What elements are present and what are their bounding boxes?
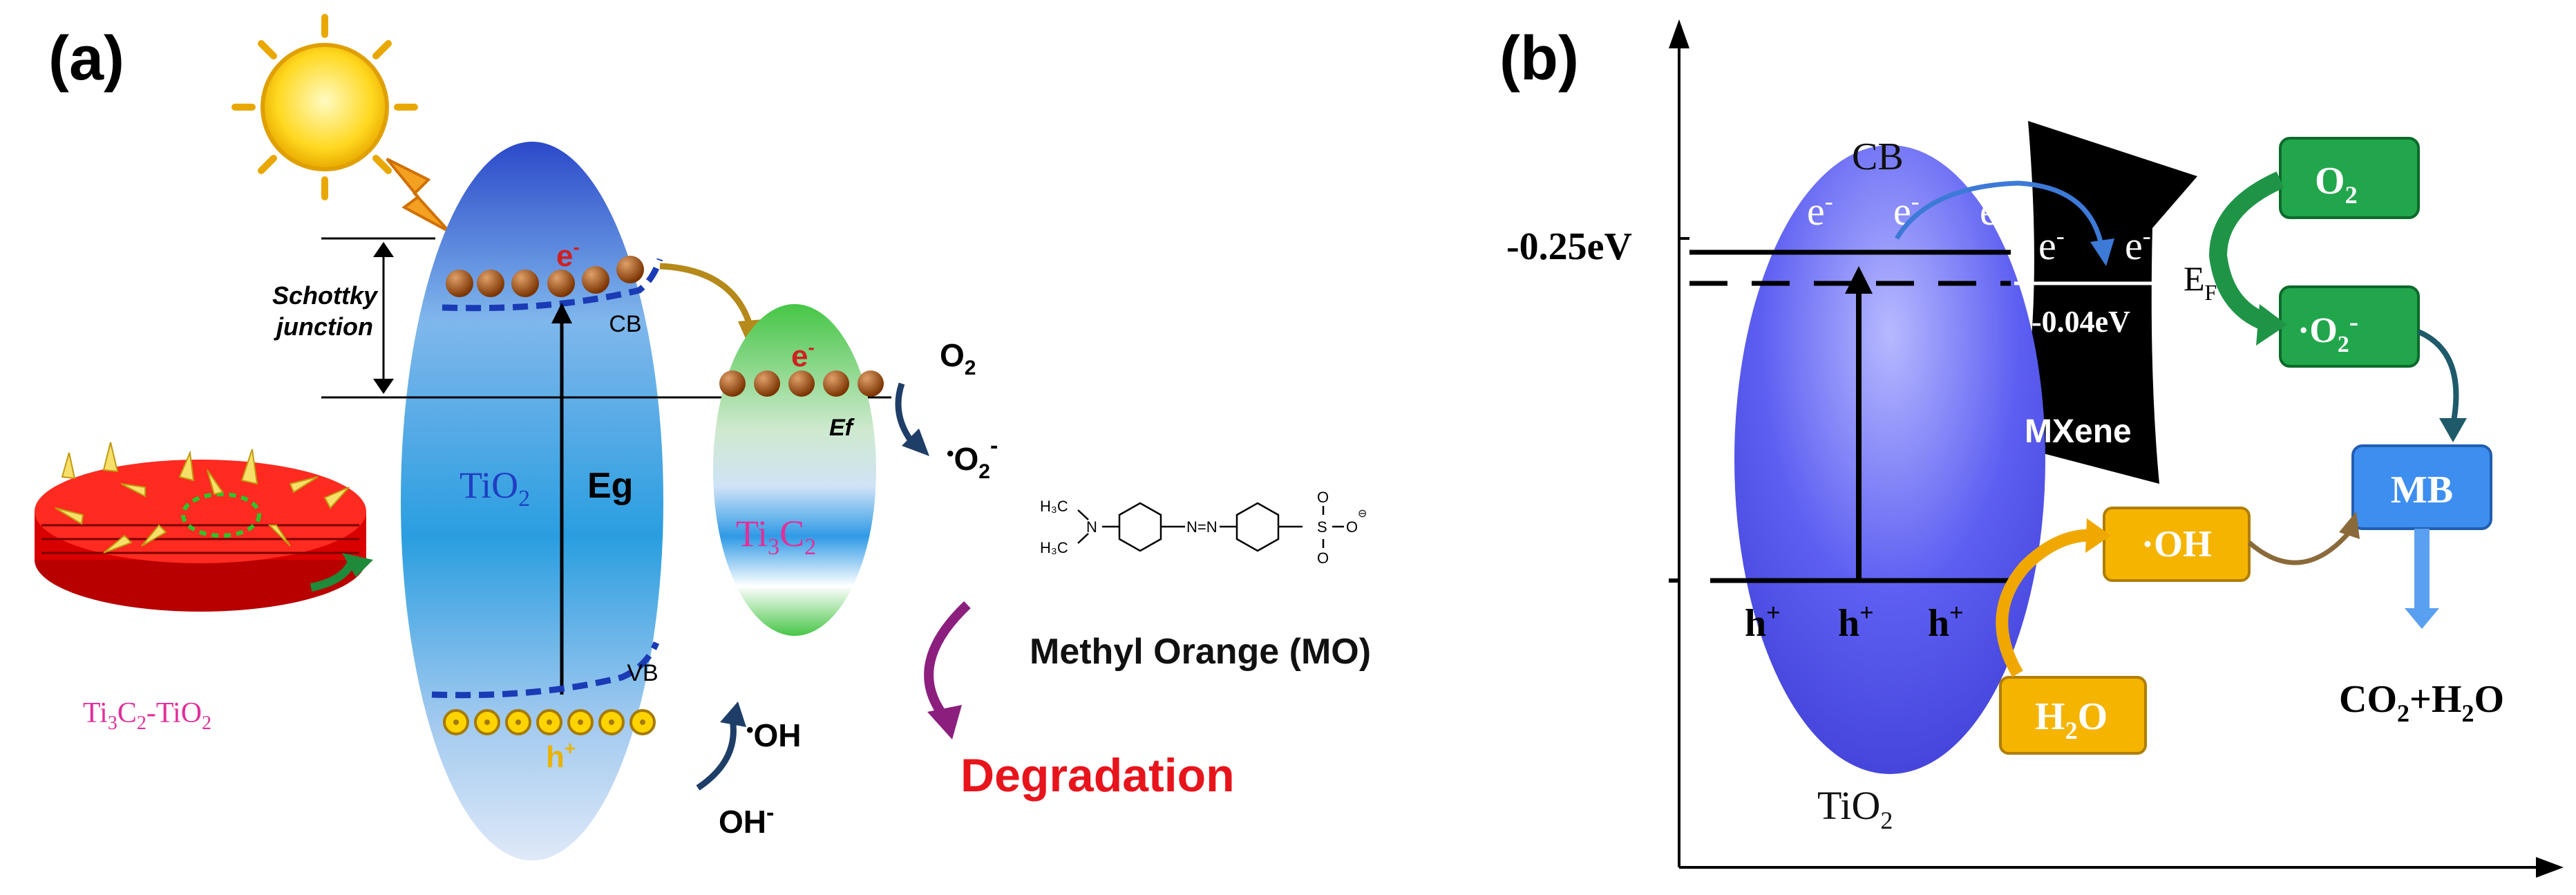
mo-h3c-bottom: H₃C: [1040, 539, 1068, 556]
composite-label: Ti3C2-TiO2: [83, 697, 211, 734]
energy-cb-label: -0.25eV: [1506, 225, 1632, 268]
mb-box-label: MB: [2391, 469, 2453, 511]
cb-label-b: CB: [1852, 135, 1904, 178]
superoxide-label: •O2-: [947, 433, 998, 483]
mo-charge: ⊖: [1358, 508, 1367, 520]
oh-to-mb-arrow: [2247, 530, 2351, 565]
superoxide-arrow: [895, 382, 915, 444]
oh-box-label: ·OH: [2141, 523, 2212, 565]
tio2-violet-ellipse: [1734, 145, 2045, 774]
lightning-icon: [386, 158, 451, 233]
o2-reduction-arrow: [2208, 171, 2284, 334]
mo-sulfur: S: [1317, 518, 1327, 536]
vb-label: VB: [627, 660, 658, 686]
cb-electrons: [446, 256, 644, 297]
mb-down-arrow: [2414, 529, 2430, 612]
h2o-box-label: H2O: [2035, 695, 2108, 744]
hole-3: h+: [1928, 599, 1964, 645]
o2-box: [2279, 137, 2420, 219]
panel-b: (b) -0.25eV CB e- e- e- e- e- -0.04eV: [1499, 19, 2564, 878]
mo-oxygen-top: O: [1317, 489, 1329, 506]
cb-electron-label: e-: [556, 236, 580, 273]
ti3c2-electron-label: e-: [791, 337, 815, 373]
h2o-box: [1999, 676, 2147, 755]
superoxide-to-mb-arrow: [2417, 329, 2459, 426]
mxene-electron-1: e-: [2038, 222, 2065, 268]
mo-oxygen-bottom: O: [1317, 549, 1329, 567]
mo-h3c-top: H₃C: [1040, 498, 1068, 515]
mxene-label: MXene: [2025, 413, 2132, 450]
mo-oxygen-minus: O: [1346, 518, 1358, 536]
o2-box-label: O2: [2315, 160, 2358, 209]
products-label: CO2+H2O: [2339, 678, 2504, 727]
water-oxidation-arrow: [1996, 529, 2098, 677]
degradation-label: Degradation: [960, 749, 1235, 802]
mo-amine-n: N: [1086, 518, 1097, 536]
vb-band-edge: [431, 641, 660, 699]
mxene-shape: [2014, 121, 2197, 484]
mxene-electron-2: e-: [2125, 222, 2151, 268]
ef-label-b: EF: [2184, 259, 2217, 305]
panel-b-label: (b): [1499, 24, 1579, 93]
hydroxide-label: OH-: [719, 800, 774, 840]
hole-1: h+: [1745, 599, 1781, 645]
electron-1: e-: [1807, 187, 1833, 234]
cb-band-edge: [442, 258, 663, 312]
degradation-arrow-icon: [924, 601, 971, 719]
eg-label: Eg: [587, 466, 633, 506]
panel-a-label: (a): [48, 24, 124, 93]
oh-radical-label: •OH: [746, 717, 802, 753]
vb-hole-label: h+: [546, 737, 576, 774]
tio2-label: TiO2: [460, 464, 530, 511]
cb-label: CB: [609, 311, 641, 337]
sun-icon: [231, 14, 418, 200]
superoxide-box-label: ·O2-: [2298, 306, 2358, 357]
energy-ef-label: -0.04eV: [2032, 305, 2130, 339]
ti3c2-label: Ti3C2: [736, 513, 816, 560]
ef-label: Ef: [829, 415, 855, 441]
junction-label: junction: [274, 312, 373, 341]
schottky-label: Schottky: [272, 281, 379, 310]
mo-azo: N=N: [1186, 518, 1218, 536]
hole-2: h+: [1838, 599, 1874, 645]
ti3c2-tio2-composite-icon: [35, 442, 366, 612]
electron-3: e-: [1980, 187, 2006, 234]
electron-transfer-arrow: [659, 263, 753, 326]
electron-transfer-arrow-b: [1894, 180, 2103, 243]
hydroxyl-arrow: [696, 718, 737, 791]
mo-name: Methyl Orange (MO): [1030, 632, 1371, 672]
o2-label: O2: [940, 337, 976, 379]
ti3c2-electrons: [719, 370, 884, 397]
tio2-label-b: TiO2: [1817, 783, 1893, 834]
methyl-orange-structure: [1077, 502, 1344, 552]
panel-a: (a) Schottky junction: [35, 14, 1371, 860]
